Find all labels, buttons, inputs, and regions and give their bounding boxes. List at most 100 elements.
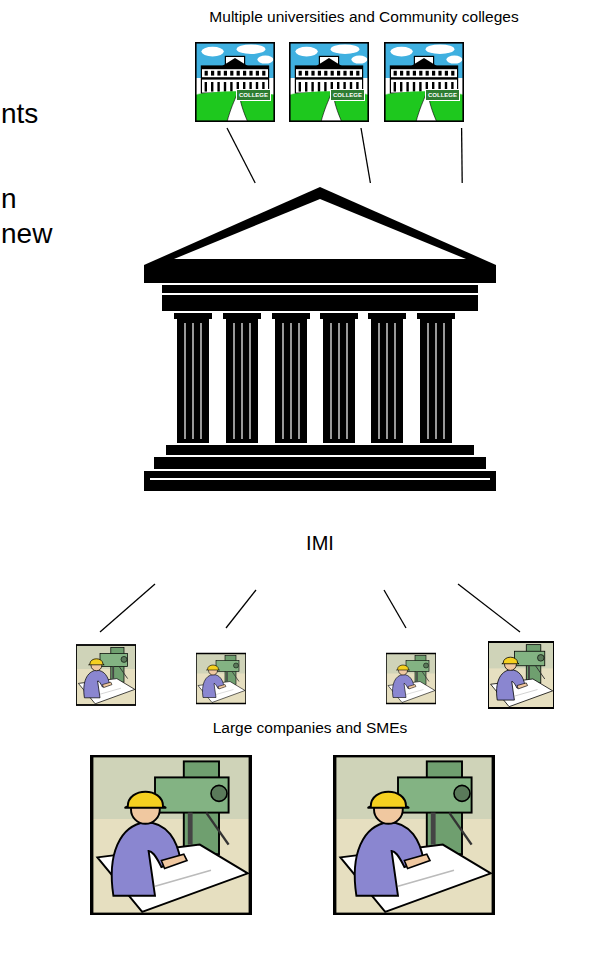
drawing-line bbox=[458, 584, 520, 632]
company-icon bbox=[386, 654, 436, 704]
drawing-rect bbox=[144, 265, 496, 283]
drawing-line bbox=[330, 323, 331, 439]
college-sign: COLLEGE bbox=[236, 89, 271, 101]
drawing-rect bbox=[368, 313, 406, 319]
drawing-rect bbox=[211, 82, 213, 92]
link-line bbox=[361, 128, 370, 183]
drawing-rect bbox=[413, 71, 416, 76]
drawing-line bbox=[241, 323, 242, 439]
drawing-rect bbox=[417, 313, 455, 319]
drawing-rect bbox=[390, 77, 457, 79]
drawing-rect bbox=[324, 71, 327, 76]
drawing-rect bbox=[226, 313, 258, 443]
college-picture: COLLEGE bbox=[195, 42, 275, 122]
drawing-rect bbox=[174, 313, 212, 319]
drawing-rect bbox=[144, 471, 496, 491]
college-icon bbox=[384, 42, 464, 122]
drawing-line bbox=[192, 323, 193, 439]
drawing-rect bbox=[262, 71, 265, 76]
drawing-line bbox=[226, 590, 256, 628]
drawing-polygon bbox=[316, 58, 342, 66]
group-caption: Multiple universities and Community coll… bbox=[209, 8, 518, 26]
drawing-rect bbox=[299, 82, 301, 92]
college-sign: COLLEGE bbox=[425, 89, 460, 101]
drawing-rect bbox=[350, 71, 353, 76]
drawing-rect bbox=[343, 71, 346, 76]
college-icon bbox=[195, 42, 275, 122]
drawing-rect bbox=[394, 82, 396, 92]
drawing-rect bbox=[318, 71, 321, 76]
drawing-line bbox=[435, 323, 436, 439]
drawing-rect bbox=[356, 71, 359, 76]
drawing-rect bbox=[249, 71, 252, 76]
drawing-polygon bbox=[411, 58, 437, 66]
drawing-rect bbox=[224, 82, 226, 92]
drawing-rect bbox=[324, 82, 326, 92]
drawing-rect bbox=[420, 313, 452, 443]
drawing-line bbox=[200, 323, 201, 439]
drawing-rect bbox=[400, 82, 402, 92]
drawing-rect bbox=[451, 71, 454, 76]
drawing-rect bbox=[305, 82, 307, 92]
text-fragment: n bbox=[1, 183, 17, 215]
link-lines bbox=[100, 584, 520, 632]
drawing-rect bbox=[150, 478, 490, 480]
drawing-rect bbox=[432, 71, 435, 76]
drawing-polygon bbox=[174, 199, 466, 259]
drawing-line bbox=[282, 323, 283, 439]
drawing-line bbox=[384, 590, 406, 628]
drawing-line bbox=[394, 323, 395, 439]
drawing-rect bbox=[426, 71, 429, 76]
drawing-rect bbox=[394, 71, 397, 76]
drawing-rect bbox=[205, 82, 207, 92]
drawing-rect bbox=[295, 66, 362, 69]
drawing-rect bbox=[272, 313, 310, 319]
drawing-ellipse bbox=[351, 56, 367, 64]
drawing-polygon bbox=[144, 187, 496, 265]
drawing-ellipse bbox=[201, 47, 223, 57]
drawing-rect bbox=[230, 71, 233, 76]
drawing-line bbox=[233, 323, 234, 439]
drawing-rect bbox=[201, 77, 268, 79]
drawing-line bbox=[184, 323, 185, 439]
drawing-ellipse bbox=[257, 56, 273, 64]
drawing-line bbox=[298, 323, 299, 439]
institute-name: IMI bbox=[306, 532, 334, 555]
drawing-rect bbox=[371, 313, 403, 443]
drawing-line bbox=[338, 323, 339, 439]
college-picture: COLLEGE bbox=[289, 42, 369, 122]
drawing-rect bbox=[390, 66, 457, 69]
drawing-rect bbox=[320, 313, 358, 319]
drawing-rect bbox=[413, 82, 415, 92]
drawing-rect bbox=[419, 71, 422, 76]
drawing-rect bbox=[299, 71, 302, 76]
drawing-line bbox=[290, 323, 291, 439]
company-icon bbox=[488, 642, 554, 708]
drawing-line bbox=[378, 323, 379, 439]
drawing-rect bbox=[323, 313, 355, 443]
institute-building: IMI bbox=[140, 183, 500, 568]
drawing-rect bbox=[205, 71, 208, 76]
company-icon bbox=[196, 654, 246, 704]
drawing-rect bbox=[445, 71, 448, 76]
college-icon bbox=[289, 42, 369, 122]
drawing-rect bbox=[289, 42, 369, 122]
drawing-rect bbox=[337, 71, 340, 76]
drawing-rect bbox=[406, 71, 409, 76]
drawing-rect bbox=[419, 82, 421, 92]
college-sign: COLLEGE bbox=[330, 89, 365, 101]
company-icon bbox=[334, 755, 494, 915]
drawing-rect bbox=[166, 445, 474, 455]
drawing-rect bbox=[438, 71, 441, 76]
drawing-rect bbox=[384, 42, 464, 122]
drawing-ellipse bbox=[390, 47, 412, 57]
drawing-line bbox=[386, 323, 387, 439]
drawing-rect bbox=[237, 71, 240, 76]
temple-icon bbox=[140, 183, 500, 493]
drawing-line bbox=[443, 323, 444, 439]
link-line bbox=[227, 128, 255, 183]
drawing-rect bbox=[256, 71, 259, 76]
drawing-rect bbox=[243, 71, 246, 76]
drawing-rect bbox=[211, 71, 214, 76]
drawing-rect bbox=[217, 82, 219, 92]
